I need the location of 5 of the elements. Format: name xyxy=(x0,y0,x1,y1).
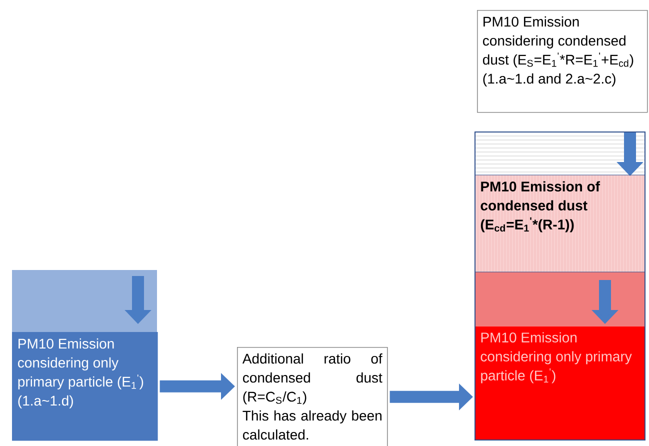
process-box: PM10 Emission considering only primary particle (E$_{1}$$^{'}$) (1.a~1.d) xyxy=(12,270,158,441)
note-box: Additional ratio of condensed dust (R=C$_{S}$/C$_{1}$) This has already been calculated. xyxy=(237,347,388,446)
process-band: PM10 Emission considering only primary particle (E$_{1}$$^{'}$) xyxy=(475,326,646,440)
process-band: PM10 Emission of condensed dust (E$_{cd}$=E$_{1}$$^{'}$*(R-1)) xyxy=(475,174,645,272)
note-box: PM10 Emission considering condensed dust (E$_{S}$=E$_{1}$$^{'}$*R=E$_{1}$$^{'}$+E$_{cd}$) (1.a~1.d and 2.a~2.c) xyxy=(477,10,648,113)
